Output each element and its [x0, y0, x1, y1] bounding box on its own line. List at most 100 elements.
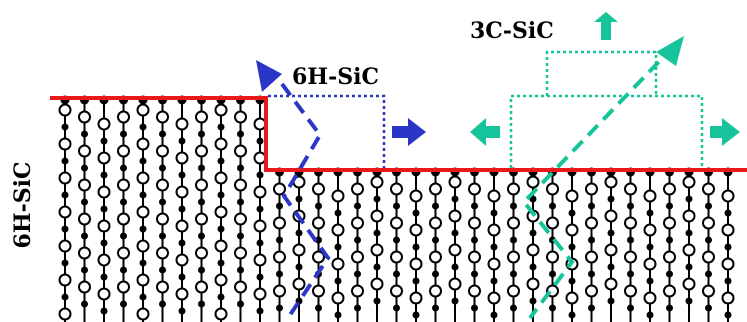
carbon-atom — [627, 202, 634, 210]
carbon-atom — [471, 270, 478, 278]
silicon-atom — [643, 223, 657, 237]
silicon-atom — [97, 253, 111, 267]
silicon-atom — [136, 103, 150, 117]
silicon-atom — [234, 280, 247, 294]
carbon-atom — [607, 195, 615, 203]
silicon-atom — [351, 216, 364, 230]
silicon-atom — [195, 144, 208, 158]
3c-right-growth-arrow — [710, 118, 740, 146]
silicon-atom — [156, 280, 169, 294]
silicon-atom — [117, 144, 130, 158]
carbon-atom — [100, 239, 108, 247]
silicon-atom — [253, 117, 267, 131]
silicon-atom — [175, 219, 189, 233]
substrate-polytype-label: 6H-SiC — [10, 162, 36, 249]
silicon-atom — [312, 182, 325, 196]
silicon-atom — [58, 239, 72, 253]
silicon-atom — [253, 219, 267, 233]
silicon-atom — [156, 144, 169, 158]
carbon-atom — [217, 157, 225, 165]
silicon-atom — [682, 277, 696, 291]
carbon-atom — [217, 259, 225, 267]
silicon-atom — [117, 246, 130, 260]
silicon-atom — [507, 250, 520, 264]
lattice-column — [331, 167, 345, 322]
carbon-atom — [217, 123, 225, 131]
silicon-atom — [253, 151, 267, 165]
silicon-atom — [195, 110, 208, 124]
carbon-atom — [139, 259, 147, 267]
lattice-column — [604, 167, 618, 322]
lattice-column — [448, 167, 462, 322]
silicon-atom — [370, 175, 384, 189]
silicon-atom — [468, 182, 481, 196]
carbon-atom — [549, 270, 556, 278]
silicon-atom — [507, 284, 520, 298]
silicon-atom — [78, 144, 91, 158]
carbon-atom — [393, 202, 400, 210]
silicon-atom — [604, 209, 618, 223]
carbon-atom — [471, 304, 478, 312]
carbon-atom — [61, 191, 69, 199]
silicon-atom — [136, 171, 150, 185]
carbon-atom — [256, 239, 264, 247]
silicon-atom — [175, 117, 189, 131]
carbon-atom — [237, 164, 244, 172]
silicon-atom — [78, 178, 91, 192]
carbon-atom — [412, 277, 420, 285]
6h-growth-direction-arrowhead — [256, 60, 282, 92]
3c-left-growth-arrow — [470, 118, 500, 146]
silicon-atom — [565, 291, 579, 305]
carbon-atom — [451, 297, 459, 305]
silicon-atom — [682, 175, 696, 189]
lattice-column — [312, 167, 325, 322]
carbon-atom — [666, 236, 673, 244]
carbon-atom — [334, 209, 342, 217]
silicon-atom — [312, 284, 325, 298]
6h-island-outline — [268, 94, 386, 168]
silicon-atom — [409, 223, 423, 237]
carbon-atom — [81, 130, 88, 138]
silicon-atom — [507, 216, 520, 230]
silicon-atom — [663, 250, 676, 264]
silicon-atom — [351, 250, 364, 264]
lattice-column — [565, 167, 579, 322]
silicon-atom — [234, 178, 247, 192]
silicon-atom — [97, 219, 111, 233]
silicon-atom — [351, 182, 364, 196]
silicon-atom — [97, 117, 111, 131]
carbon-atom — [100, 307, 108, 315]
carbon-atom — [120, 198, 127, 206]
carbon-atom — [237, 130, 244, 138]
silicon-atom — [214, 239, 228, 253]
silicon-atom — [429, 250, 442, 264]
lattice-column — [58, 95, 72, 322]
silicon-atom — [195, 246, 208, 260]
silicon-atom — [58, 205, 72, 219]
carbon-atom — [237, 266, 244, 274]
silicon-atom — [156, 212, 169, 226]
carbon-atom — [471, 202, 478, 210]
silicon-atom — [136, 205, 150, 219]
carbon-atom — [432, 270, 439, 278]
lattice-column — [234, 95, 247, 322]
carbon-atom — [315, 202, 322, 210]
carbon-atom — [120, 266, 127, 274]
carbon-atom — [373, 229, 381, 237]
silicon-atom — [214, 307, 228, 321]
carbon-atom — [217, 225, 225, 233]
step-polytype-label: 6H-SiC — [292, 64, 379, 90]
carbon-atom — [276, 270, 283, 278]
silicon-atom — [97, 151, 111, 165]
carbon-atom — [276, 236, 283, 244]
carbon-atom — [256, 205, 264, 213]
carbon-atom — [81, 164, 88, 172]
carbon-atom — [432, 304, 439, 312]
carbon-atom — [373, 297, 381, 305]
carbon-atom — [295, 229, 303, 237]
silicon-atom — [585, 216, 598, 230]
carbon-atom — [705, 202, 712, 210]
carbon-atom — [237, 198, 244, 206]
lattice-column — [292, 167, 306, 322]
lattice-column — [468, 167, 481, 322]
